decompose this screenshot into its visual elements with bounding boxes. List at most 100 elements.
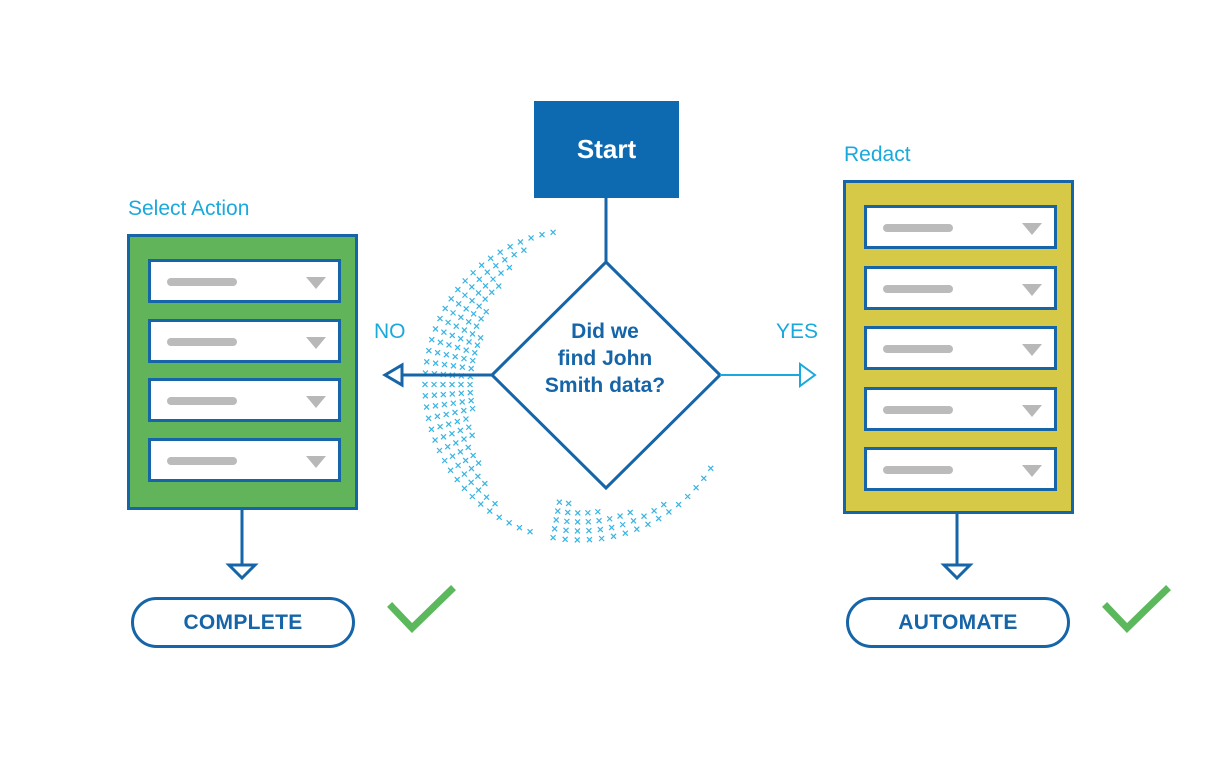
dot-mark: [462, 457, 469, 464]
dot-mark: [496, 514, 503, 521]
dot-mark: [476, 276, 483, 283]
dot-mark: [475, 290, 482, 296]
chevron-down-icon: [1022, 405, 1042, 417]
dot-mark: [423, 358, 430, 365]
placeholder-bar: [167, 278, 237, 286]
chevron-down-icon: [306, 277, 326, 289]
dot-mark: [516, 524, 523, 531]
dropdown-row[interactable]: [864, 205, 1057, 249]
dot-mark: [455, 300, 462, 307]
dot-mark: [443, 351, 450, 358]
dot-mark: [622, 530, 629, 537]
check-icon: [1102, 585, 1171, 633]
dot-mark: [627, 509, 634, 516]
dot-mark: [465, 444, 472, 451]
dot-mark: [452, 353, 459, 360]
dot-mark: [477, 334, 484, 341]
dot-mark: [432, 402, 439, 409]
dot-mark: [457, 448, 464, 455]
dot-mark: [437, 339, 444, 346]
dot-mark: [461, 355, 467, 362]
dot-mark: [448, 295, 455, 302]
dot-mark: [462, 277, 469, 284]
dot-mark: [450, 400, 457, 407]
dot-mark: [528, 234, 534, 241]
dot-mark: [468, 479, 475, 486]
dot-mark: [675, 501, 682, 508]
dropdown-row[interactable]: [148, 259, 341, 303]
dot-mark: [441, 457, 448, 464]
dot-mark: [469, 493, 476, 500]
dot-mark: [452, 409, 458, 416]
dot-mark: [586, 536, 593, 543]
placeholder-bar: [883, 345, 953, 353]
dot-mark: [598, 535, 605, 542]
dropdown-row[interactable]: [864, 387, 1057, 431]
dot-mark: [469, 331, 476, 337]
dot-mark: [442, 305, 449, 312]
dot-mark: [506, 519, 513, 526]
dropdown-row[interactable]: [864, 447, 1057, 491]
dot-mark: [556, 499, 563, 506]
placeholder-bar: [883, 285, 953, 293]
dot-mark: [520, 247, 527, 254]
dot-mark: [563, 518, 570, 525]
dot-mark: [641, 513, 647, 520]
dropdown-row[interactable]: [864, 266, 1057, 310]
chevron-down-icon: [306, 337, 326, 349]
dot-mark: [630, 517, 637, 524]
dot-mark: [463, 416, 469, 422]
left-down-arrowhead: [225, 563, 259, 581]
dot-mark: [478, 262, 485, 269]
dot-mark: [469, 405, 476, 412]
dot-mark: [441, 401, 448, 408]
dot-mark: [651, 507, 658, 514]
dot-mark: [458, 390, 465, 397]
placeholder-bar: [883, 224, 953, 232]
dot-mark: [486, 508, 493, 514]
placeholder-bar: [167, 397, 237, 405]
dot-mark: [475, 487, 482, 493]
dot-mark: [619, 521, 626, 528]
dot-mark: [453, 323, 460, 330]
chevron-down-icon: [1022, 223, 1042, 235]
dot-mark: [444, 443, 451, 450]
dot-mark: [565, 500, 572, 507]
dot-mark: [468, 465, 475, 472]
dot-mark: [437, 315, 443, 322]
dot-mark: [467, 389, 474, 396]
dot-mark: [490, 276, 496, 283]
dropdown-row[interactable]: [148, 319, 341, 363]
dot-mark: [550, 229, 557, 236]
dot-mark: [660, 501, 667, 508]
dot-mark: [457, 335, 464, 342]
chevron-down-icon: [1022, 465, 1042, 477]
placeholder-bar: [167, 457, 237, 465]
dot-mark: [633, 526, 640, 533]
dot-mark: [469, 357, 476, 364]
redact-title: Redact: [844, 143, 911, 166]
dot-mark: [487, 255, 494, 262]
chevron-down-icon: [306, 396, 326, 408]
dot-mark: [432, 437, 439, 443]
dot-mark: [463, 347, 470, 354]
dot-mark: [470, 269, 477, 276]
dot-mark: [470, 452, 477, 459]
dot-mark: [450, 362, 457, 369]
dropdown-row[interactable]: [864, 326, 1057, 370]
dot-mark: [553, 516, 560, 523]
dot-mark: [449, 332, 456, 339]
dot-mark: [478, 315, 485, 322]
dot-mark: [477, 501, 484, 508]
dot-mark: [606, 515, 613, 522]
dot-mark: [517, 238, 524, 245]
dot-mark: [447, 467, 454, 474]
dropdown-row[interactable]: [148, 378, 341, 422]
dot-mark: [465, 424, 472, 431]
chevron-down-icon: [1022, 284, 1042, 296]
dot-mark: [707, 465, 714, 472]
no-arrowhead: [382, 362, 404, 388]
dropdown-row[interactable]: [148, 438, 341, 482]
